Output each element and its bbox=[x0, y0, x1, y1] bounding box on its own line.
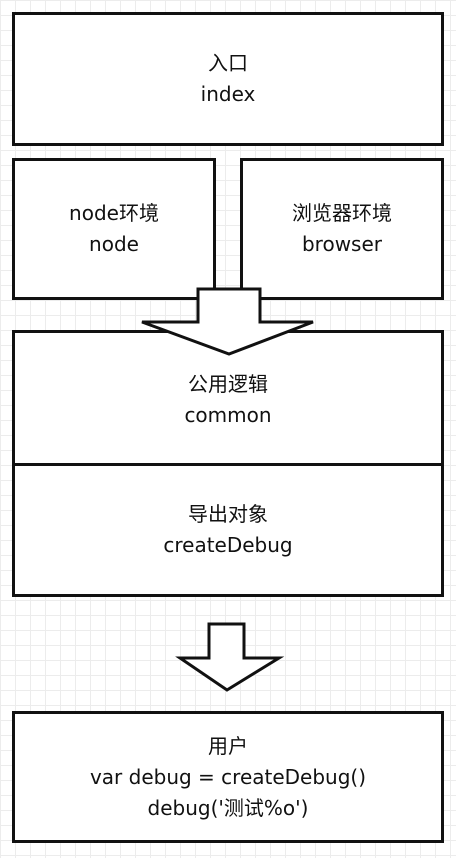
node-env-subtitle: node bbox=[89, 232, 139, 256]
entry-subtitle: index bbox=[200, 82, 256, 106]
export-object-box: 导出对象 createDebug bbox=[12, 463, 444, 597]
browser-env-subtitle: browser bbox=[301, 232, 383, 256]
export-subtitle: createDebug bbox=[163, 533, 293, 557]
entry-box: 入口 index bbox=[12, 12, 444, 146]
browser-env-box: 浏览器环境 browser bbox=[240, 158, 444, 300]
user-title: 用户 bbox=[208, 733, 248, 758]
entry-title: 入口 bbox=[208, 51, 248, 75]
common-subtitle: common bbox=[184, 403, 272, 427]
arrow-export-to-user-shape bbox=[175, 622, 285, 692]
common-title: 公用逻辑 bbox=[188, 372, 268, 396]
user-code-line1: var debug = createDebug() bbox=[89, 764, 367, 789]
node-env-box: node环境 node bbox=[12, 158, 216, 300]
node-env-title: node环境 bbox=[69, 201, 159, 225]
user-box: 用户 var debug = createDebug() debug('测试%o… bbox=[12, 711, 444, 843]
browser-env-title: 浏览器环境 bbox=[292, 201, 392, 225]
user-code-line2: debug('测试%o') bbox=[147, 795, 309, 820]
arrow-env-to-common-shape bbox=[141, 287, 314, 356]
export-title: 导出对象 bbox=[188, 502, 268, 526]
